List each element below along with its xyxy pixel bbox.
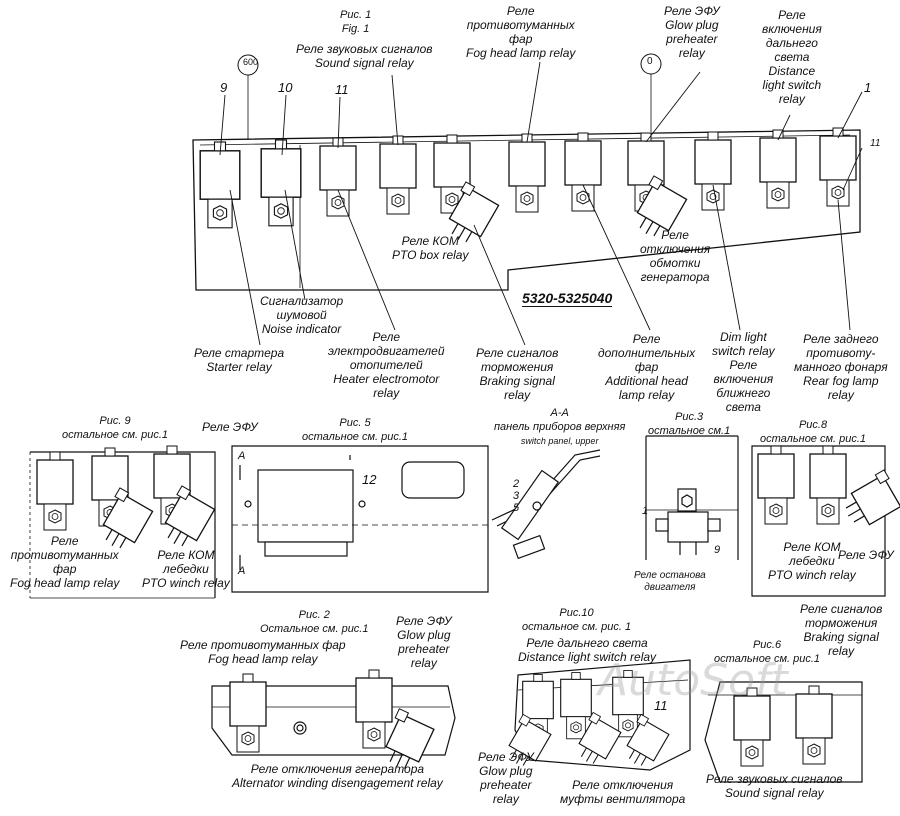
circle-600-marker <box>237 54 259 76</box>
fig5-section-a-top: A <box>238 450 246 462</box>
circle-0-marker <box>640 53 662 75</box>
part-code: 5320-5325040 <box>522 290 613 307</box>
fig10-number-11: 11 <box>654 698 668 713</box>
fig9-label-efu: Реле ЭФУ <box>202 420 258 434</box>
fig3-number-1: 1 <box>642 505 649 517</box>
number-11b: 11 <box>870 138 881 149</box>
number-1: 1 <box>864 80 872 95</box>
fig5-number-12: 12 <box>362 472 377 487</box>
main-leader-lines <box>219 61 863 346</box>
watermark: AutoSoft <box>598 655 788 706</box>
main-relays <box>199 127 857 250</box>
number-10: 10 <box>278 80 293 95</box>
section-aa <box>491 449 601 560</box>
circle-0-label: 0 <box>647 56 653 67</box>
fig8-panel <box>751 445 886 597</box>
circle-600-label: 600 <box>243 57 259 67</box>
fig3-relay <box>655 488 721 555</box>
fig9-panel <box>29 451 216 599</box>
fig3-number-9: 9 <box>714 544 721 556</box>
number-11: 11 <box>335 82 349 97</box>
fig5-section-a-bottom: A <box>238 565 246 577</box>
fig8-label-efu: Реле ЭФУ <box>838 548 894 562</box>
number-9: 9 <box>220 80 228 95</box>
fig6-panel <box>704 681 863 783</box>
fig8-relays <box>757 445 900 533</box>
fig5-panel <box>231 445 489 593</box>
